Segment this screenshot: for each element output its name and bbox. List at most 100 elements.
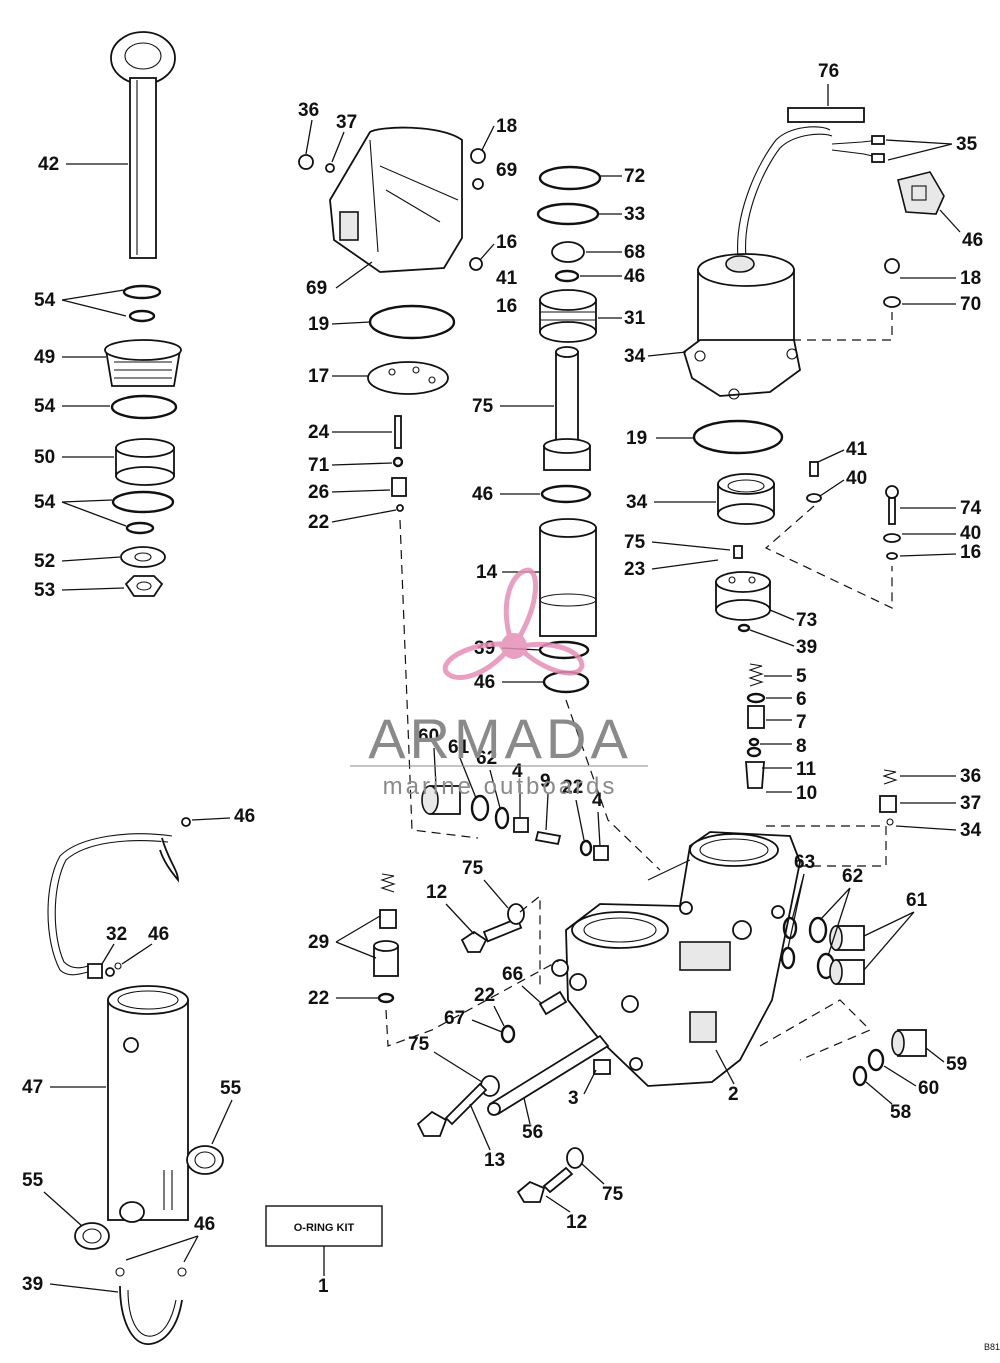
callout-label: 41 xyxy=(846,439,868,460)
bolt-part xyxy=(416,1082,488,1137)
callout-label: 58 xyxy=(890,1102,911,1123)
plug-part xyxy=(421,785,609,861)
washer-part xyxy=(120,546,166,568)
leader-line xyxy=(331,321,371,325)
leader-line xyxy=(101,943,115,965)
leader-line xyxy=(939,209,961,233)
leader-line xyxy=(651,559,719,570)
callout-label: 22 xyxy=(308,512,329,533)
propeller-logo-icon xyxy=(442,567,585,680)
leader-line xyxy=(331,489,391,493)
o-ring-part xyxy=(536,165,602,226)
callout-label: 39 xyxy=(796,637,817,658)
relief-valve-part xyxy=(373,873,399,1004)
leader-line xyxy=(885,139,953,161)
callout-label: 54 xyxy=(34,290,56,311)
screw-part xyxy=(883,258,901,308)
callout-label: 8 xyxy=(796,736,807,757)
leader-line xyxy=(61,289,127,317)
alignment-line xyxy=(792,312,893,341)
o-ring-part xyxy=(111,490,175,514)
leader-line xyxy=(647,351,687,357)
callout-label: 31 xyxy=(624,308,646,329)
parts-artwork: O-RING KIT xyxy=(47,31,945,1345)
screw-part xyxy=(391,415,407,512)
leader-line xyxy=(899,553,957,557)
callout-label: 76 xyxy=(818,61,839,82)
bolt-part xyxy=(460,903,525,953)
leader-line xyxy=(61,499,127,527)
callout-label: 59 xyxy=(946,1054,967,1075)
callout-label: 29 xyxy=(308,932,329,953)
callout-label: 46 xyxy=(472,484,493,505)
leader-line xyxy=(493,1005,505,1027)
o-ring-part xyxy=(110,394,178,420)
callout-label: 69 xyxy=(496,160,517,181)
callout-label: 13 xyxy=(484,1150,505,1171)
callout-label: 2 xyxy=(728,1084,739,1105)
callout-label: 41 xyxy=(496,268,518,289)
bolt-part xyxy=(516,1147,584,1203)
callout-label: 75 xyxy=(462,858,484,879)
leader-line xyxy=(787,873,805,949)
callout-label: 66 xyxy=(502,964,523,985)
leader-line xyxy=(471,1019,503,1033)
armada-watermark: ARMADA marine outboards xyxy=(350,567,648,800)
alignment-line xyxy=(385,959,561,1047)
callout-label: 75 xyxy=(624,532,646,553)
piston-part xyxy=(115,438,175,486)
leader-line xyxy=(121,943,153,965)
callout-label: 61 xyxy=(906,890,928,911)
leader-line xyxy=(335,261,373,289)
callout-label: 7 xyxy=(796,712,807,733)
leader-line xyxy=(865,1081,893,1105)
alignment-line xyxy=(764,505,893,609)
callout-label: 42 xyxy=(38,154,59,175)
o-ring-kit-box: O-RING KIT xyxy=(265,1205,383,1276)
tube-part xyxy=(115,1267,187,1345)
leader-line xyxy=(61,587,125,591)
o-ring-kit-label: O-RING KIT xyxy=(294,1222,355,1234)
nut-part xyxy=(124,575,164,597)
callout-label: 34 xyxy=(624,346,646,367)
leader-line xyxy=(749,629,795,647)
sleeve-part xyxy=(787,107,865,123)
leader-line xyxy=(489,769,501,809)
callout-label: 53 xyxy=(34,580,55,601)
terminal-part xyxy=(831,135,885,163)
callout-label: 62 xyxy=(842,866,863,887)
callout-label: 11 xyxy=(796,759,817,780)
pin-part xyxy=(487,1034,610,1116)
leader-line xyxy=(305,119,313,155)
callout-label: 75 xyxy=(472,396,494,417)
callout-label: 22 xyxy=(562,777,583,798)
leader-line xyxy=(925,1047,945,1063)
spool-part xyxy=(543,346,591,471)
o-ring-part xyxy=(368,304,456,340)
cylinder-sleeve-part xyxy=(539,518,597,637)
seal-part xyxy=(551,241,585,283)
callout-label: 72 xyxy=(624,166,645,187)
watermark-tagline: marine outboards xyxy=(383,773,618,800)
leader-line xyxy=(43,1191,83,1227)
callout-label: 10 xyxy=(796,783,817,804)
callout-label: 16 xyxy=(496,232,517,253)
leader-line xyxy=(863,911,915,971)
callout-label: 22 xyxy=(474,985,495,1006)
callout-label: 5 xyxy=(796,666,807,687)
bushing-part xyxy=(74,1222,110,1250)
callout-label: 22 xyxy=(308,988,329,1009)
alignment-line xyxy=(766,825,887,867)
callout-label: 71 xyxy=(308,455,330,476)
callout-label: 49 xyxy=(34,347,55,368)
alignment-line xyxy=(565,699,661,871)
leader-line xyxy=(883,1065,917,1087)
leader-line xyxy=(819,887,851,957)
leader-line xyxy=(335,915,381,959)
housing-part xyxy=(551,831,801,1087)
callout-label: 46 xyxy=(148,924,169,945)
callout-label: 55 xyxy=(220,1078,242,1099)
callout-label: 56 xyxy=(522,1122,543,1143)
o-ring-part xyxy=(540,484,592,504)
callout-label: 14 xyxy=(476,562,498,583)
